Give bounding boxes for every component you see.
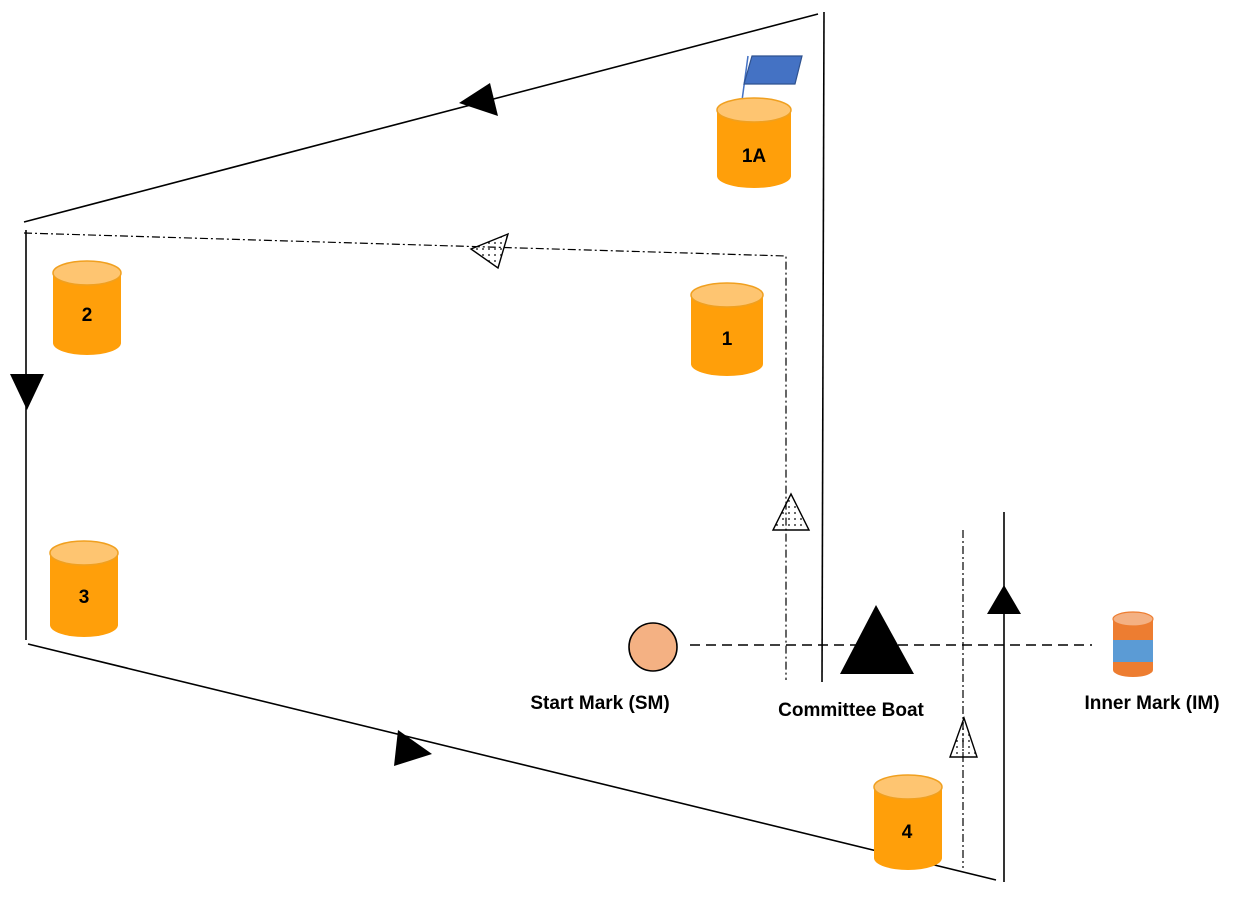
mark-label: 4 xyxy=(902,822,913,843)
cylinder-buoy-icon xyxy=(690,282,764,376)
flag-icon xyxy=(743,55,803,85)
dotted-arrow-finish-icon xyxy=(949,715,978,758)
mark-label: 3 xyxy=(79,587,90,608)
outer-course-bottom-leg xyxy=(27,643,997,881)
mark-3: 3 xyxy=(49,540,119,637)
cylinder-buoy-icon xyxy=(873,774,943,870)
inner-course-path xyxy=(23,232,787,680)
arrow-top-leg-icon xyxy=(459,83,498,116)
arrow-bottom-leg-icon xyxy=(394,730,432,766)
mark-label: 1A xyxy=(742,146,767,167)
mark-1: 1 xyxy=(690,282,764,376)
mark-4: 4 xyxy=(873,774,943,870)
arrow-left-leg-icon xyxy=(10,374,44,410)
cylinder-buoy-icon xyxy=(49,540,119,637)
inner-mark: Inner Mark (IM) xyxy=(1084,611,1220,714)
inner-mark-label: Inner Mark (IM) xyxy=(1084,693,1219,714)
inner-mark-buoy-icon xyxy=(1112,611,1154,677)
mark-label: 1 xyxy=(722,329,733,350)
cylinder-buoy-icon xyxy=(716,97,792,188)
mark-1a: 1A xyxy=(716,55,803,188)
inner-course xyxy=(23,232,964,868)
start-mark-buoy-icon xyxy=(628,622,678,672)
mark-2: 2 xyxy=(52,260,122,355)
committee-boat-label: Committee Boat xyxy=(778,700,924,721)
start-mark: Start Mark (SM) xyxy=(530,622,678,714)
cylinder-buoy-icon xyxy=(52,260,122,355)
mark-label: 2 xyxy=(82,305,93,326)
arrow-finish-leg-icon xyxy=(987,585,1021,614)
committee-boat-icon xyxy=(840,605,914,674)
dotted-arrow-top-icon xyxy=(469,232,510,270)
outer-course-beat-leg xyxy=(821,11,825,683)
dotted-arrow-beat-icon xyxy=(771,492,811,531)
committee-boat: Committee Boat xyxy=(778,605,925,721)
outer-course xyxy=(23,11,1005,882)
start-mark-label: Start Mark (SM) xyxy=(530,693,669,714)
outer-course-top-leg xyxy=(23,13,819,223)
